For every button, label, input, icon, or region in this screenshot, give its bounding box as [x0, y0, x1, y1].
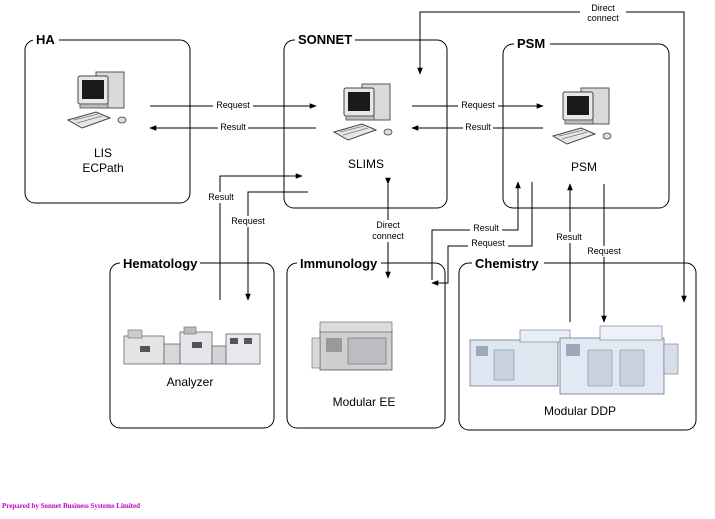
arrow-label-request: Request — [461, 100, 495, 110]
group-title-chemistry: Chemistry — [475, 256, 539, 271]
lab-analyzer-icon — [311, 321, 393, 371]
group-box-psm — [502, 43, 670, 209]
node-label-modular-ee: Modular EE — [333, 395, 396, 409]
group-title-sonnet: SONNET — [298, 32, 352, 47]
group-title-ha: HA — [36, 32, 55, 47]
arrow-label-direct: Direct — [376, 220, 400, 230]
group-title-immunology: Immunology — [300, 256, 378, 271]
arrow-label-result: Result — [465, 122, 491, 132]
arrow-label-result: Result — [473, 223, 499, 233]
arrow-label-request: Request — [471, 238, 505, 248]
arrow-label-request: Request — [231, 216, 265, 226]
group-title-psm: PSM — [517, 36, 545, 51]
arrow-label-connect: connect — [372, 231, 404, 241]
group-box-sonnet — [283, 39, 448, 209]
arrow-label-result: Result — [556, 232, 582, 242]
node-label-slims: SLIMS — [348, 157, 384, 171]
node-label-lis: LIS — [94, 146, 112, 160]
arrow-label-result: Result — [208, 192, 234, 202]
arrow-label-connect: connect — [587, 13, 619, 23]
node-label-ecpath: ECPath — [82, 161, 123, 175]
node-label-modular-ddp: Modular DDP — [544, 404, 616, 418]
arrow-label-request: Request — [216, 100, 250, 110]
group-title-hematology: Hematology — [123, 256, 198, 271]
arrow-label-direct: Direct — [591, 3, 615, 13]
group-box-ha — [24, 39, 191, 204]
footer-credit: Prepared by Sonnet Business Systems Limi… — [2, 502, 141, 510]
node-label-analyzer: Analyzer — [167, 375, 214, 389]
arrow-label-request: Request — [587, 246, 621, 256]
lab-analyzer-icon — [469, 325, 679, 395]
node-label-psm: PSM — [571, 160, 597, 174]
lab-analyzer-icon — [123, 326, 261, 365]
arrow-label-result: Result — [220, 122, 246, 132]
